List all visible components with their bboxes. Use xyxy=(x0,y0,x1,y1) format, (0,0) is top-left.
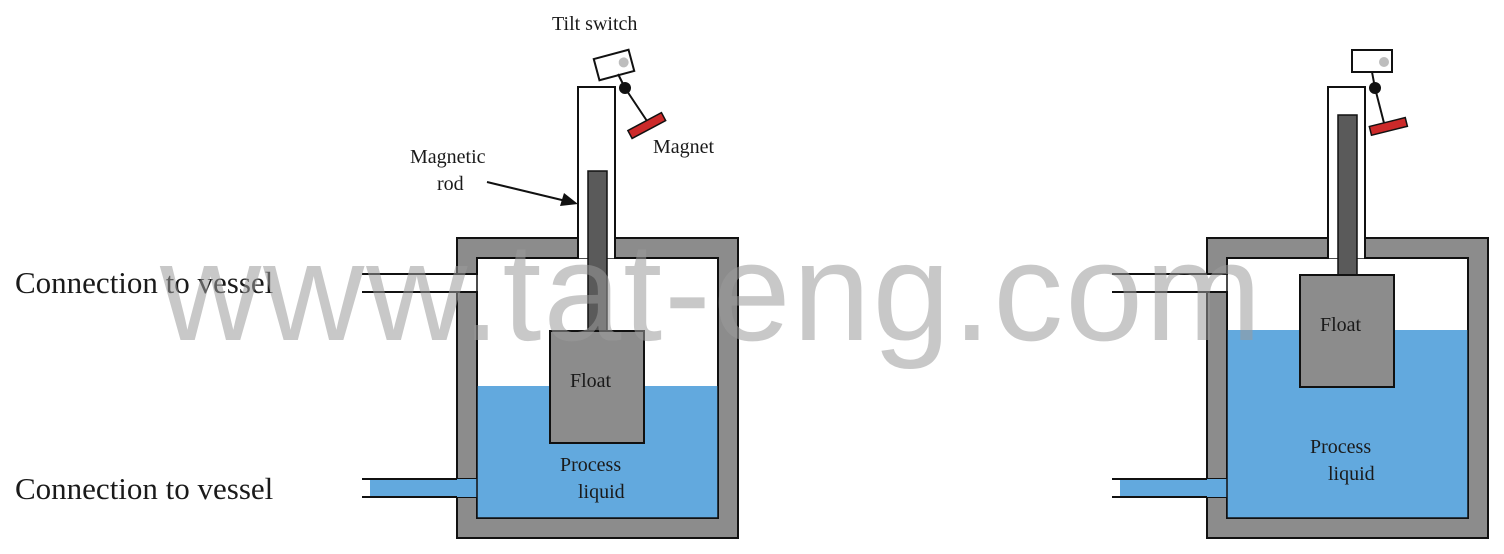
magnetic-rod-label-line1: Magnetic xyxy=(410,146,486,168)
tilt-switch-label: Tilt switch xyxy=(552,13,637,35)
watermark: www.tat-eng.com xyxy=(159,213,1264,370)
right-float xyxy=(1299,274,1395,388)
pointer-arrowhead xyxy=(560,193,578,206)
upper-connection-label: Connection to vessel xyxy=(15,265,273,300)
magnet-label: Magnet xyxy=(653,136,715,158)
right-liquid-label-line1: Process xyxy=(1310,436,1371,458)
right-tilt-switch-contact xyxy=(1379,57,1389,67)
right-float-label: Float xyxy=(1320,314,1362,336)
right-magnetic-rod xyxy=(1337,114,1358,279)
magnetic-rod-label-line2: rod xyxy=(437,173,464,195)
left-magnet-arm xyxy=(624,87,648,122)
lower-connection-label: Connection to vessel xyxy=(15,471,273,506)
left-tilt-switch-contact xyxy=(618,57,629,68)
left-liquid-label-line2: liquid xyxy=(578,481,625,503)
right-magnet-arm xyxy=(1374,87,1385,124)
left-chamber xyxy=(362,86,739,539)
right-tilt-switch-assembly xyxy=(1351,49,1409,137)
left-tilt-switch-assembly xyxy=(592,48,667,140)
left-magnet xyxy=(626,111,667,140)
left-liquid-label-line1: Process xyxy=(560,454,621,476)
right-lower-connection-liquid xyxy=(1120,479,1227,497)
left-lower-connection-liquid xyxy=(370,479,477,497)
right-liquid-label-line2: liquid xyxy=(1328,463,1375,485)
right-magnet xyxy=(1368,116,1409,137)
magnetic-rod-pointer xyxy=(486,181,578,206)
left-float xyxy=(549,330,645,444)
left-tilt-switch-box xyxy=(592,48,636,82)
pointer-line xyxy=(486,181,567,202)
right-chamber xyxy=(1112,86,1489,539)
left-float-label: Float xyxy=(570,370,612,392)
